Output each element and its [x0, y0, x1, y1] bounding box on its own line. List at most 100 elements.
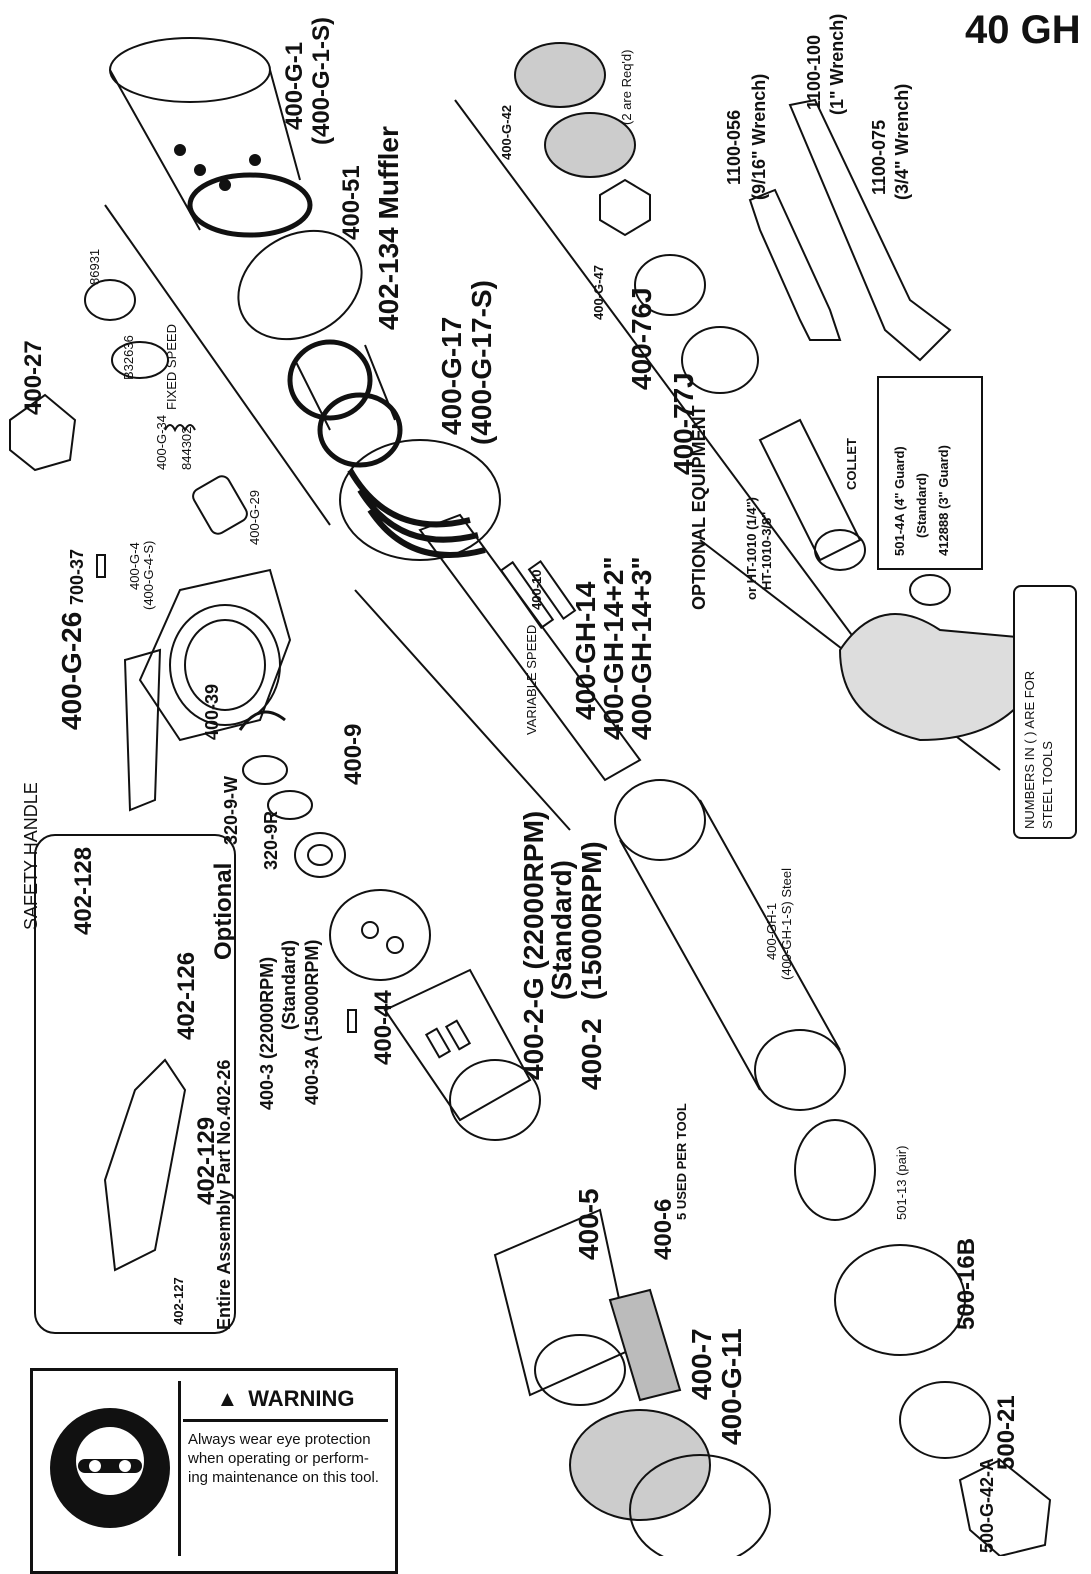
- label-1100-100: 1100-100: [804, 34, 824, 110]
- safety-lever-part: [103, 1058, 187, 1272]
- spring-part: [164, 424, 196, 433]
- label-400-3: 400-3 (22000RPM): [257, 956, 277, 1110]
- label-400-G-34: 400-G-34: [154, 415, 169, 470]
- label-guard-standard: (Standard): [914, 473, 929, 538]
- label-400-GH-1-S: (400-GH-1-S) Steel: [779, 868, 794, 980]
- safety-handle-frame: [34, 834, 236, 1334]
- warning-message: Always wear eye protection when operatin…: [188, 1431, 379, 1486]
- label-412888: 412888 (3" Guard): [936, 445, 951, 556]
- label-86931: 86931: [87, 248, 102, 285]
- throttle-lever-part: [123, 648, 162, 812]
- label-standard: (Standard): [546, 860, 577, 1000]
- warning-triangle-icon: ▲: [216, 1386, 239, 1411]
- label-optional-equipment: OPTIONAL EQUIPMENT: [689, 405, 709, 610]
- ring-500-16B: [834, 1244, 966, 1356]
- label-1100-056: 1100-056: [724, 109, 744, 185]
- label-501-4A: 501-4A (4" Guard): [892, 446, 907, 556]
- label-400-39: 400-39: [202, 683, 222, 740]
- grip-housing-part: [614, 779, 846, 1111]
- ring-part: [111, 341, 169, 379]
- steel-tools-note: NUMBERS IN ( ) ARE FOR STEEL TOOLS: [1013, 585, 1077, 839]
- label-400-G-4: 400-G-4: [127, 542, 142, 590]
- label-700-37: 700-37: [67, 548, 87, 605]
- label-5-used: 5 USED PER TOOL: [674, 1103, 689, 1220]
- washer-part: [242, 755, 288, 785]
- label-ht1010: or HT-1010 (1/4"): [744, 497, 759, 600]
- nut-500-G-42-A: [958, 1458, 1052, 1556]
- label-muffler: 402-134 Muffler: [373, 126, 404, 330]
- throttle-housing-part: [138, 568, 292, 742]
- label-1100-075: 1100-075: [869, 119, 889, 195]
- washer-500-21: [899, 1381, 991, 1459]
- label-501-13: 501-13 (pair): [894, 1145, 909, 1220]
- oring-400-51: [237, 229, 363, 341]
- label-844302: 844302: [179, 426, 194, 470]
- end-plate-400-7: [569, 1409, 711, 1521]
- label-400-2-G: 400-2-G (22000RPM): [518, 810, 549, 1080]
- guard-part: [838, 574, 1052, 742]
- label-400-7: 400-7: [686, 1328, 717, 1400]
- label-safety-handle: SAFETY HANDLE: [21, 782, 41, 930]
- exhaust-deflector-part: [339, 439, 501, 561]
- label-entire-assembly: Entire Assembly Part No.402-26: [214, 1059, 234, 1330]
- inlet-bushing-part: [9, 393, 77, 472]
- nut-part: [599, 178, 651, 237]
- collet-nut-part: [634, 254, 706, 316]
- label-steel-tools: STEEL TOOLS: [1040, 741, 1055, 829]
- label-400-3A: 400-3A (15000RPM): [302, 939, 322, 1105]
- label-400-G-4-S: (400-G-4-S): [141, 540, 156, 610]
- valve-part: [192, 475, 248, 535]
- cylinder-part: [383, 968, 541, 1141]
- pin-part: [96, 554, 106, 578]
- label-400-G-11: 400-G-11: [716, 1328, 747, 1445]
- label-400-5: 400-5: [573, 1188, 604, 1260]
- label-400-G-1: 400-G-1: [281, 41, 308, 130]
- label-400-51: 400-51: [338, 165, 365, 240]
- label-400-GH-1: 400-GH-1: [764, 902, 779, 960]
- label-400-G-42: 400-G-42: [499, 105, 514, 160]
- label-400-G-26: 400-G-26: [56, 611, 87, 730]
- label-variable-speed: VARIABLE SPEED: [524, 624, 539, 735]
- guard-options-box: 501-4A (4" Guard) (Standard) 412888 (3" …: [877, 376, 983, 570]
- label-400-G-29: 400-G-29: [247, 490, 262, 545]
- pin-part-2: [347, 1009, 357, 1033]
- wrench-1in: [788, 98, 952, 362]
- label-400-76J: 400-76J: [626, 287, 657, 390]
- label-320-9R: 320-9R: [261, 810, 281, 870]
- label-1100-056-desc: (9/16" Wrench): [749, 73, 769, 200]
- label-400-G-17-S: (400-G-17-S): [466, 280, 497, 445]
- washer-part-2: [267, 790, 313, 820]
- variable-speed-divider: [354, 589, 571, 831]
- bearing-cap-part: [629, 1454, 771, 1556]
- label-400-44: 400-44: [370, 990, 397, 1065]
- label-fixed-speed: FIXED SPEED: [164, 324, 179, 410]
- label-400-GH-14-2: 400-GH-14+2": [598, 556, 629, 740]
- label-500-16B: 500-16B: [953, 1237, 980, 1330]
- label-15000rpm: (15000RPM): [576, 841, 607, 1000]
- label-ht1010-38: HT-1010-3/8": [759, 511, 774, 590]
- label-B32636: B32636: [121, 335, 136, 380]
- label-400-GH-14: 400-GH-14: [570, 581, 601, 720]
- eye-protection-icon: [43, 1381, 181, 1556]
- optional-divider: [454, 99, 901, 701]
- label-400-27: 400-27: [20, 340, 47, 415]
- page-title: 40 GH: [965, 8, 1081, 52]
- label-402-128: 402-128: [70, 846, 97, 935]
- label-400-G-47: 400-G-47: [591, 265, 606, 320]
- end-plate-part: [329, 889, 431, 981]
- vane-part: [608, 1288, 682, 1402]
- label-400-G-17: 400-G-17: [436, 316, 467, 435]
- label-2-reqd: (2 are Req'd): [619, 49, 634, 125]
- housing-part: [109, 37, 313, 238]
- label-400-GH-14-3: 400-GH-14+3": [626, 556, 657, 740]
- warning-box: ▲ WARNING Always wear eye protection whe…: [30, 1368, 398, 1574]
- label-402-126: 402-126: [173, 951, 200, 1040]
- plug-part: [84, 279, 136, 321]
- label-1100-100-desc: (1" Wrench): [827, 13, 847, 115]
- label-500-G-42-A: 500-G-42-A: [977, 1457, 997, 1553]
- muffler-part: [287, 339, 403, 468]
- label-402-127: 402-127: [171, 1277, 186, 1325]
- rotor-part: [493, 1208, 632, 1406]
